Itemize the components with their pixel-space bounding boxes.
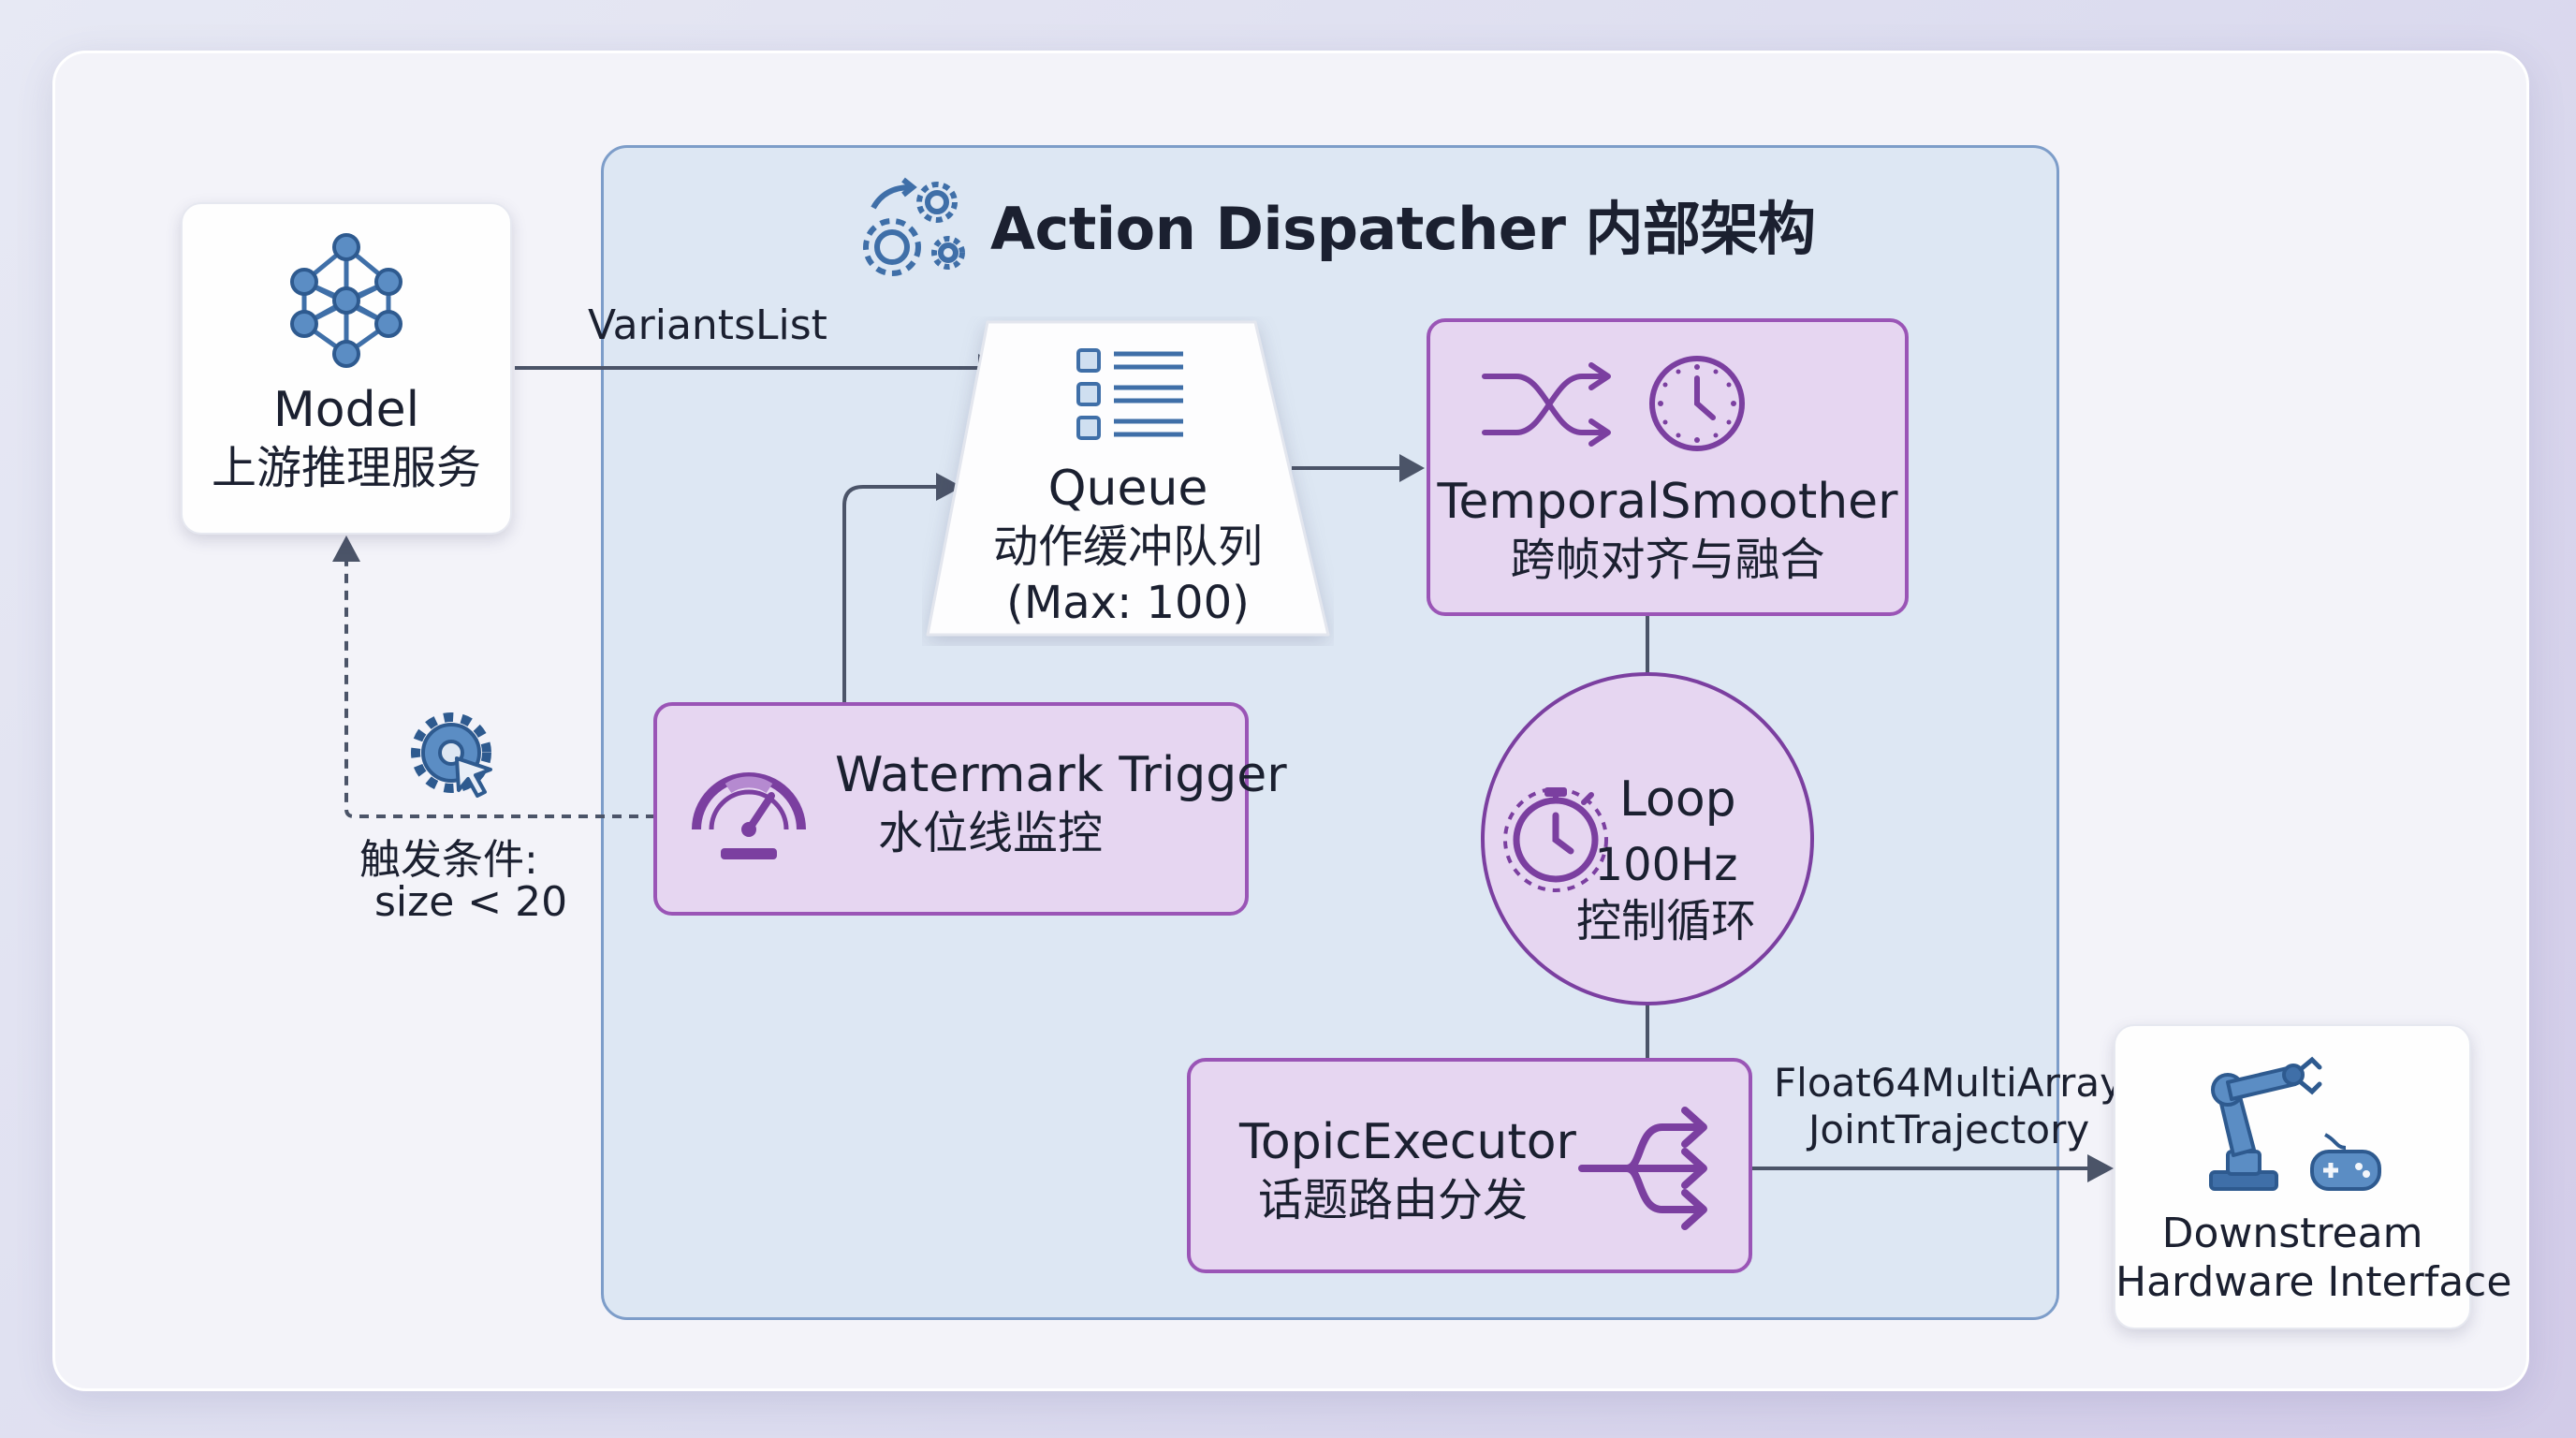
- trigger-condition-value: size < 20: [374, 878, 568, 926]
- executor-desc: 话题路由分发: [1258, 1174, 1529, 1226]
- output-type-label-1: Float64MultiArray /: [1774, 1060, 2149, 1106]
- queue-capacity: (Max: 100): [1006, 577, 1250, 629]
- gear-cursor-icon: [411, 712, 492, 798]
- model-name: Model: [272, 382, 420, 438]
- trigger-condition-label: 触发条件:: [359, 836, 538, 884]
- smoother-desc: 跨帧对齐与融合: [1510, 534, 1825, 586]
- loop-rate: 100Hz: [1594, 839, 1738, 891]
- gauge-icon: [692, 772, 806, 859]
- temporal-smoother-node: TemporalSmoother 跨帧对齐与融合: [1427, 318, 1909, 616]
- queue-desc: 动作缓冲队列: [992, 521, 1263, 573]
- watermark-trigger-node: Watermark Trigger 水位线监控: [653, 702, 1287, 916]
- split-arrows-icon: [1578, 1107, 1707, 1230]
- edge-watermark-to-queue: [842, 485, 945, 702]
- stopwatch-icon: [1503, 787, 1608, 892]
- executor-name: TopicExecutor: [1239, 1114, 1576, 1170]
- topic-executor-node: TopicExecutor 话题路由分发: [1187, 1058, 1752, 1273]
- shuffle-icon: [1482, 362, 1611, 447]
- watermark-name: Watermark Trigger: [835, 747, 1287, 803]
- queue-name: Queue: [1047, 461, 1208, 517]
- queue-node: Queue 动作缓冲队列 (Max: 100): [936, 459, 1320, 631]
- queue-shape: [926, 320, 1330, 637]
- output-type-label-2: JointTrajectory: [1808, 1107, 2090, 1152]
- diagram-title: Action Dispatcher 内部架构: [990, 195, 1816, 263]
- list-icon: [1076, 348, 1183, 440]
- model-desc: 上游推理服务: [211, 442, 481, 494]
- watermark-desc: 水位线监控: [878, 807, 1104, 859]
- gamepad-icon: [2310, 1133, 2381, 1191]
- smoother-name: TemporalSmoother: [1437, 474, 1898, 530]
- model-node: Model 上游推理服务: [181, 202, 512, 535]
- edge-label-variants: VariantsList: [588, 301, 827, 349]
- edge-trigger-to-model: [344, 552, 655, 818]
- loop-desc: 控制循环: [1575, 895, 1756, 947]
- gears-icon: [863, 177, 965, 276]
- loop-node: Loop 100Hz 控制循环: [1481, 672, 1814, 1005]
- downstream-line-1: Downstream: [2161, 1210, 2423, 1257]
- downstream-line-2: Hardware Interface: [2115, 1258, 2512, 1306]
- loop-name: Loop: [1619, 771, 1736, 828]
- clock-icon: [1649, 356, 1745, 451]
- neural-network-icon: [290, 233, 402, 368]
- robot-arm-icon: [2209, 1056, 2322, 1191]
- downstream-hardware-node: Downstream Hardware Interface: [2114, 1024, 2512, 1329]
